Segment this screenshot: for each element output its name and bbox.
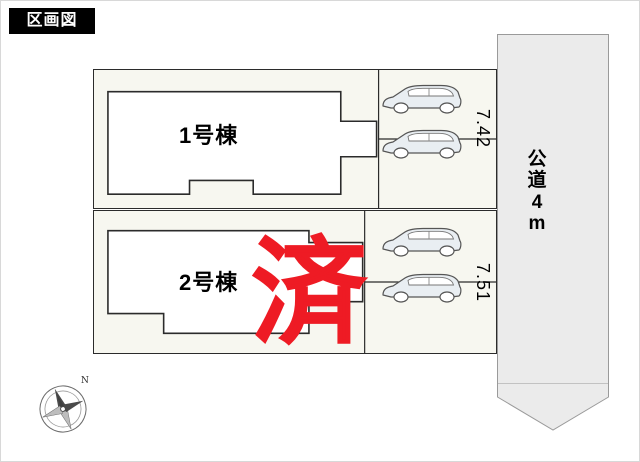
compass-north-label: N xyxy=(81,376,89,386)
diagram-title-badge: 区画図 xyxy=(9,8,95,34)
public-road-area xyxy=(497,34,609,384)
car-icon xyxy=(379,80,463,118)
road-label-line-3: 4 xyxy=(531,191,543,213)
building-footprint-1 xyxy=(107,70,496,208)
dimension-label-plot-1: 7.42 xyxy=(473,109,493,149)
public-road-arrow xyxy=(497,383,609,431)
road-label-line-1: 公 xyxy=(527,149,547,170)
plot-label-1: 1号棟 xyxy=(179,123,239,148)
sold-stamp: 済 xyxy=(251,226,368,361)
road-label-line-2: 道 xyxy=(527,170,547,192)
road-label-line-4: m xyxy=(528,212,546,234)
plot-label-2: 2号棟 xyxy=(179,270,239,295)
car-icon xyxy=(379,125,463,163)
public-road-label: 公 道 4 m xyxy=(519,149,555,234)
dimension-label-plot-2: 7.51 xyxy=(473,263,493,303)
building-footprint-2 xyxy=(107,211,496,353)
car-icon xyxy=(379,269,463,307)
car-icon xyxy=(379,223,463,261)
compass-rose-icon: N xyxy=(23,363,101,441)
